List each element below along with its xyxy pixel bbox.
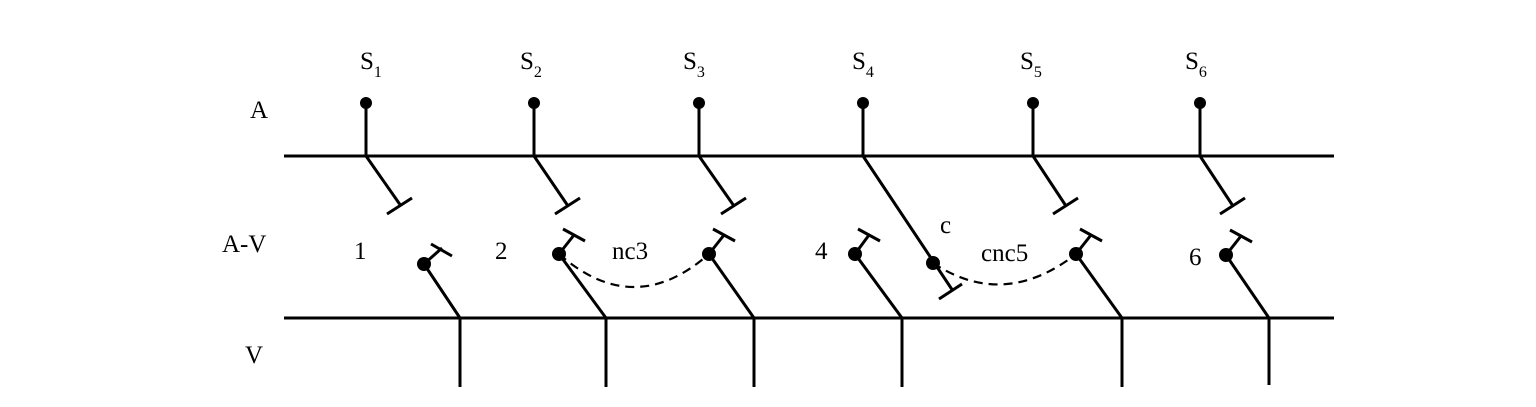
- junctional-beat-4: [848, 227, 904, 319]
- row-label-av: A-V: [222, 231, 266, 258]
- beat-label-4: 4: [815, 238, 828, 265]
- stimulus-label-4: S4: [852, 48, 874, 81]
- atrial-pin-2: [528, 97, 540, 156]
- coupling-arc-nc3: [558, 253, 710, 289]
- junctional-beat-1: [417, 242, 462, 319]
- atrial-pin-4: [857, 97, 869, 156]
- row-label-v: V: [245, 342, 263, 369]
- junctional-beat-6: [1219, 228, 1271, 319]
- stimulus-label-5: S5: [1020, 48, 1042, 81]
- coupling-arc-cnc5: [932, 253, 1077, 286]
- stimulus-label-3: S3: [683, 48, 705, 81]
- atrial-pin-1: [360, 97, 372, 156]
- junctional-beat-5: [1069, 227, 1124, 319]
- stimulus-label-1: S1: [360, 48, 382, 81]
- stimulus-label-2: S2: [520, 48, 542, 81]
- antegrade-conduction-4: [861, 155, 963, 301]
- antegrade-block-2: [532, 155, 581, 216]
- beat-label-c: c: [940, 212, 951, 239]
- beat-label-1: 1: [354, 238, 367, 265]
- atrial-pin-3: [693, 97, 705, 156]
- atrial-pin-5: [1027, 97, 1039, 156]
- row-label-a: A: [250, 97, 268, 124]
- stimulus-label-6: S6: [1185, 48, 1207, 81]
- antegrade-block-1: [364, 155, 413, 216]
- junctional-beat-3: [702, 227, 756, 319]
- beat-label-nc3: nc3: [612, 238, 648, 265]
- junctional-beat-2: [552, 227, 608, 319]
- atrial-pin-6: [1194, 97, 1206, 156]
- beat-label-6: 6: [1189, 244, 1202, 271]
- antegrade-block-5: [1031, 155, 1079, 216]
- antegrade-block-6: [1198, 155, 1246, 216]
- beat-label-2: 2: [495, 238, 508, 265]
- beat-label-cnc5: cnc5: [981, 240, 1028, 267]
- antegrade-block-3: [697, 155, 747, 216]
